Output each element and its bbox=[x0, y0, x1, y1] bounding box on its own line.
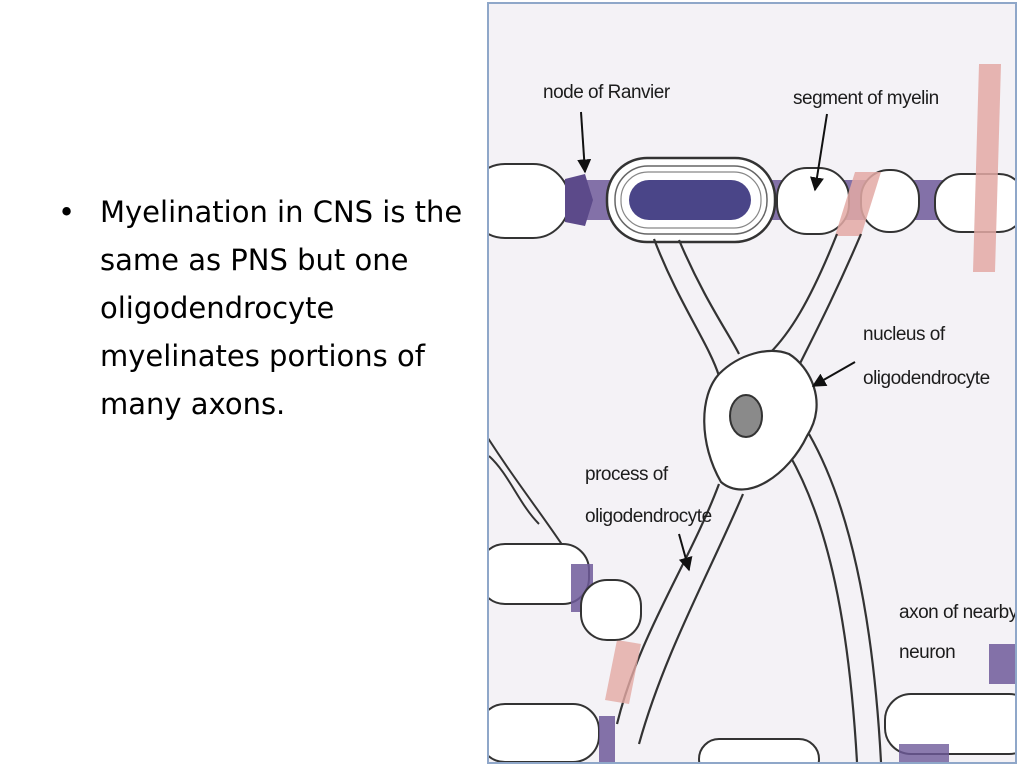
myelin-sheath-section bbox=[605, 156, 777, 244]
diagram-canvas: node of Ranvier segment of myelin nucleu… bbox=[489, 64, 1015, 762]
nucleus-arrow bbox=[811, 361, 856, 387]
oligodendrocyte-processes bbox=[615, 233, 883, 762]
bullet-list: • Myelination in CNS is the same as PNS … bbox=[58, 188, 468, 428]
lower-right-axons bbox=[698, 644, 1015, 762]
process-arrow bbox=[678, 533, 693, 572]
oligodendrocyte-cell-body bbox=[703, 349, 818, 491]
bullet-text: Myelination in CNS is the same as PNS bu… bbox=[100, 195, 463, 421]
myelin-segment-pink bbox=[835, 172, 881, 236]
label-nucleus-line2: oligodendrocyte bbox=[863, 368, 990, 389]
label-axon-line2: neuron bbox=[899, 642, 955, 663]
oligodendrocyte-diagram: node of Ranvier segment of myelin nucleu… bbox=[487, 2, 1017, 764]
segment-of-myelin-arrow bbox=[810, 113, 828, 192]
process-pink-band bbox=[605, 640, 641, 704]
label-segment-of-myelin: segment of myelin bbox=[793, 88, 939, 109]
nucleus-shape bbox=[729, 394, 763, 438]
label-nucleus-line1: nucleus of bbox=[863, 324, 946, 345]
label-node-of-ranvier: node of Ranvier bbox=[543, 82, 671, 103]
label-axon-line1: axon of nearby bbox=[899, 602, 1015, 623]
node-of-ranvier-arrow bbox=[577, 111, 592, 174]
lower-left-axons bbox=[489, 437, 642, 762]
myelin-vertical-pink bbox=[973, 64, 1001, 272]
label-process-line1: process of bbox=[585, 464, 669, 485]
label-process-line2: oligodendrocyte bbox=[585, 506, 712, 527]
bullet-point-icon: • bbox=[58, 195, 76, 229]
